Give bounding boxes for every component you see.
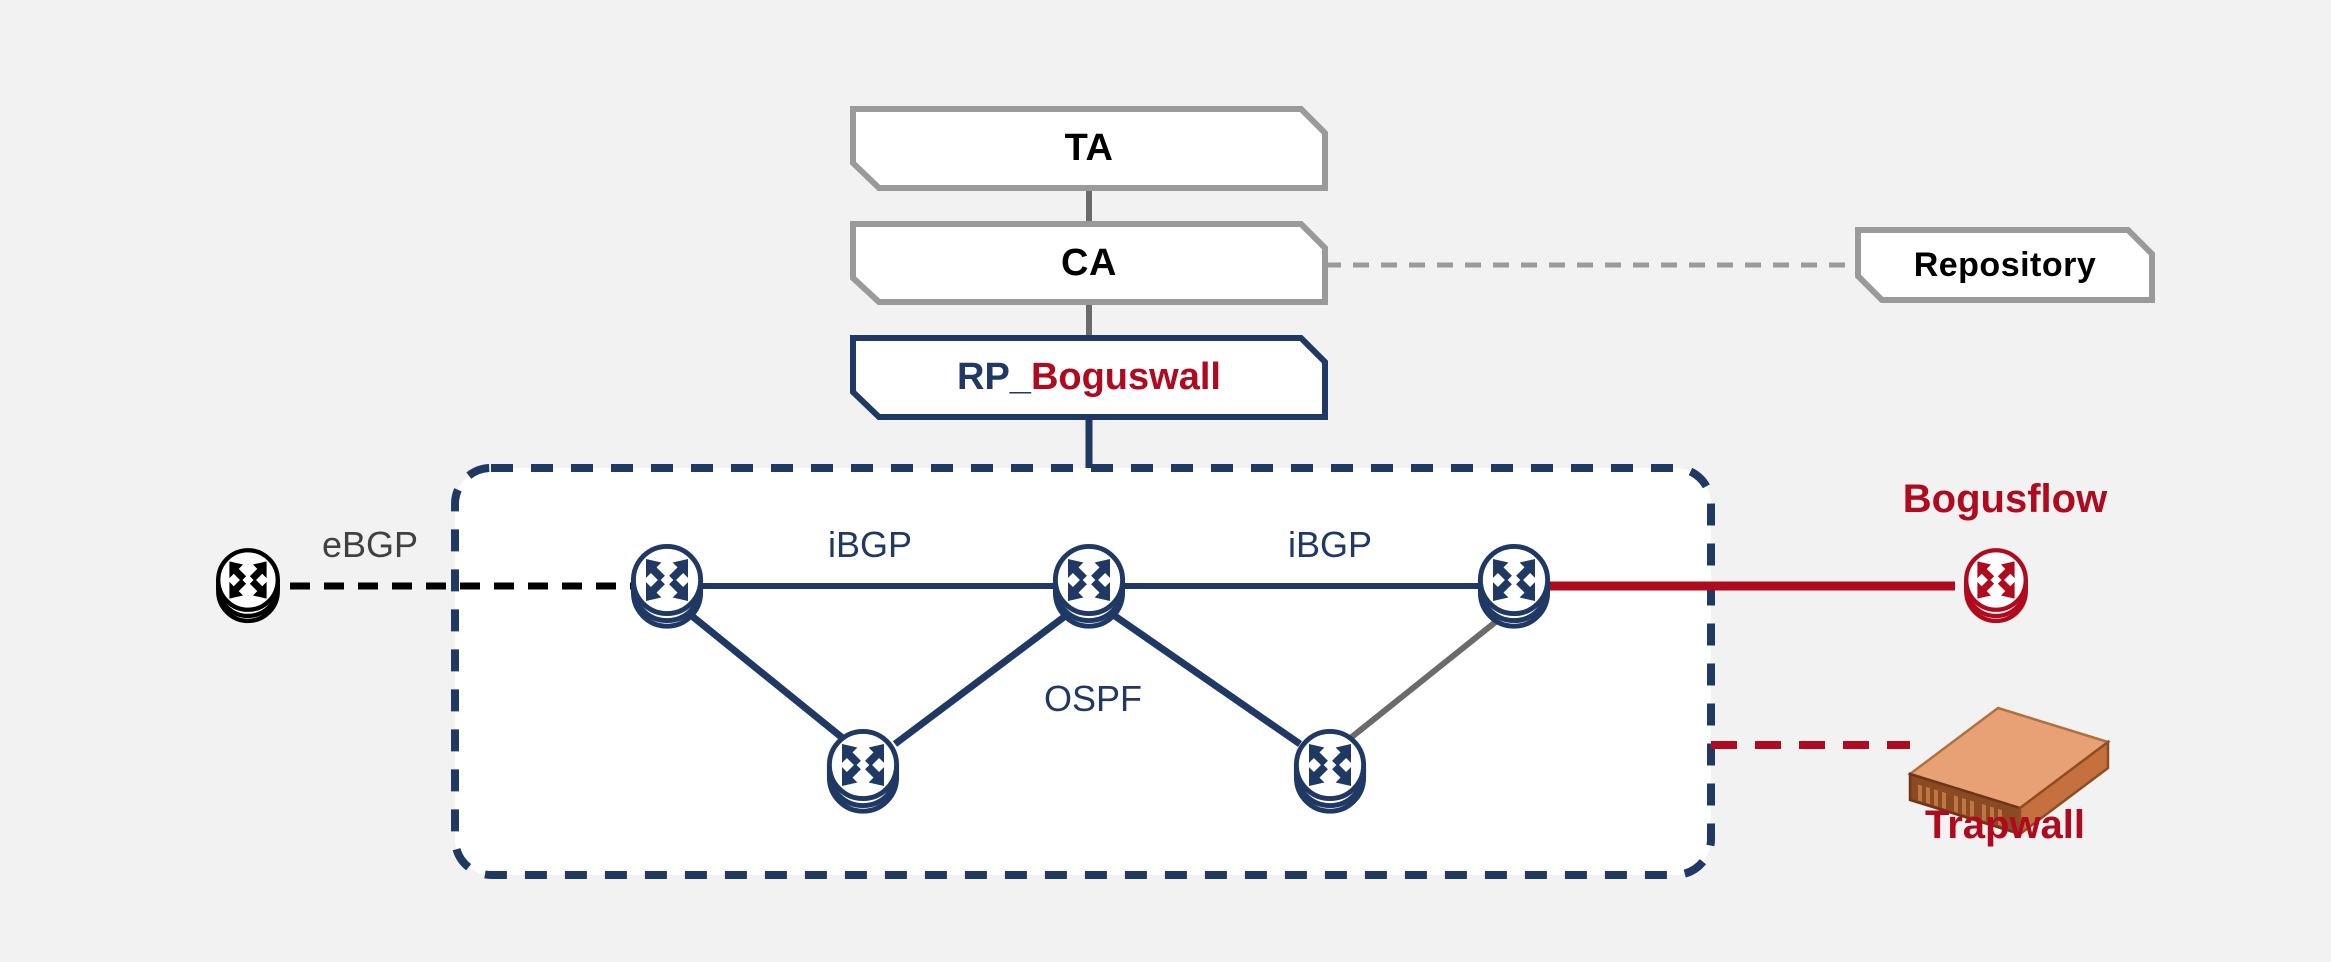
router-left[interactable] xyxy=(633,546,700,626)
ibgp-right-label: iBGP xyxy=(1287,524,1373,565)
repository-label: Repository xyxy=(1913,246,2097,284)
ca-label: CA xyxy=(1061,242,1117,284)
as-cloud-boundary xyxy=(451,464,1715,879)
rp-boguswall-box[interactable] xyxy=(850,335,1328,420)
rp-prefix-text: RP_ xyxy=(957,356,1031,398)
ebgp-label: eBGP xyxy=(321,524,419,565)
ibgp-left-label: iBGP xyxy=(827,524,913,565)
ospf-label: OSPF xyxy=(1043,678,1143,719)
link-ospf-left-bottomleft xyxy=(684,609,848,743)
router-bogusflow[interactable] xyxy=(1966,550,2026,621)
ca-box[interactable] xyxy=(850,221,1328,305)
rp-suffix-text: Boguswall xyxy=(1030,356,1221,398)
router-center[interactable] xyxy=(1055,546,1122,626)
ta-box[interactable] xyxy=(850,106,1328,191)
link-ospf-center-bottomleft xyxy=(892,611,1071,747)
ta-label: TA xyxy=(1064,127,1114,169)
router-external[interactable] xyxy=(218,550,278,621)
firewall-appliance-icon[interactable] xyxy=(1907,706,2111,837)
bogusflow-label: Bogusflow xyxy=(1902,477,2108,521)
repository-box[interactable] xyxy=(1855,227,2155,303)
router-bottom-left[interactable] xyxy=(829,731,896,811)
link-degraded-bottomright-right xyxy=(1346,609,1510,743)
link-ospf-center-bottomright xyxy=(1110,611,1302,747)
router-bottom-right[interactable] xyxy=(1296,731,1363,811)
router-right[interactable] xyxy=(1480,546,1547,626)
trapwall-label: Trapwall xyxy=(1924,803,2086,847)
rp-boguswall-label: RP_Boguswall xyxy=(957,358,1221,396)
